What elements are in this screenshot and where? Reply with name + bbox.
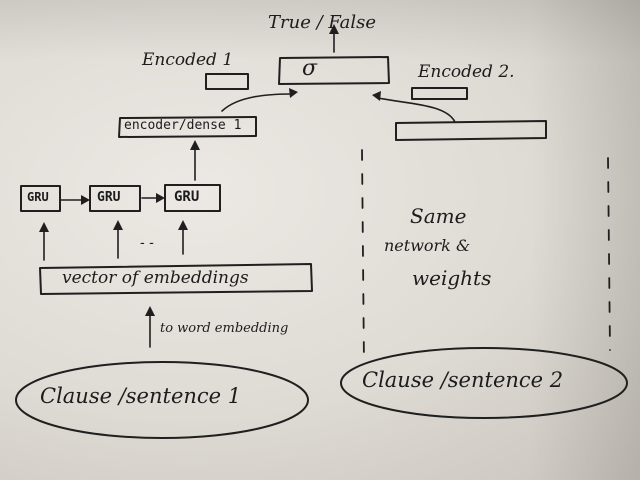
output-label: True / False	[268, 12, 377, 33]
gru-box-1	[20, 185, 61, 212]
dense-to-output-right-head	[372, 91, 381, 101]
embeddings-label: vector of embeddings	[62, 268, 249, 288]
sigma-symbol: σ	[302, 56, 318, 81]
gru-box-2	[89, 185, 141, 212]
page-shadow-right	[530, 0, 640, 480]
output-box	[278, 56, 390, 85]
encoded-1-label: Encoded 1	[142, 50, 234, 70]
center-divider	[361, 149, 365, 366]
dense-to-output-left-arrow	[221, 93, 293, 112]
gru-2-to-3-head	[156, 193, 165, 203]
dense-to-output-left-head	[289, 88, 298, 98]
gru-cell-3-label: GRU	[174, 189, 200, 205]
gru-box-3	[164, 184, 221, 212]
embed-to-gru-3-head	[178, 220, 188, 230]
dense-layer-box-left	[118, 116, 257, 138]
same-network-note-line-2: network &	[384, 236, 471, 255]
input-sentence-2-label: Clause /sentence 2	[362, 368, 564, 392]
gru-to-dense-head	[190, 140, 200, 150]
gru-1-to-2-head	[81, 195, 90, 205]
input-ellipse-left	[15, 361, 309, 439]
embeddings-box	[39, 263, 313, 295]
gru-cell-2-label: GRU	[97, 190, 121, 205]
word-embedding-head	[145, 306, 155, 316]
same-network-note-line-3: weights	[412, 266, 492, 290]
word-embedding-label: to word embedding	[160, 321, 289, 336]
encoded-2-label: Encoded 2.	[418, 62, 515, 82]
same-network-note-line-1: Same	[410, 204, 467, 228]
encoded-1-box	[205, 73, 249, 90]
embed-to-gru-1-head	[39, 222, 49, 232]
dense-layer-label: encoder/dense 1	[124, 118, 242, 133]
input-sentence-1-label: Clause /sentence 1	[40, 384, 242, 408]
gru-cell-1-label: GRU	[27, 190, 49, 204]
embed-to-gru-2-head	[113, 220, 123, 230]
gru-ellipsis: - -	[140, 235, 154, 251]
dense-to-output-right-arrow	[377, 97, 456, 123]
output-arrow-head	[329, 24, 339, 34]
dense-layer-box-right	[395, 120, 547, 141]
right-divider	[607, 157, 611, 351]
encoded-2-box	[411, 87, 468, 100]
input-ellipse-right	[340, 347, 628, 419]
page-shadow-top	[0, 0, 640, 60]
